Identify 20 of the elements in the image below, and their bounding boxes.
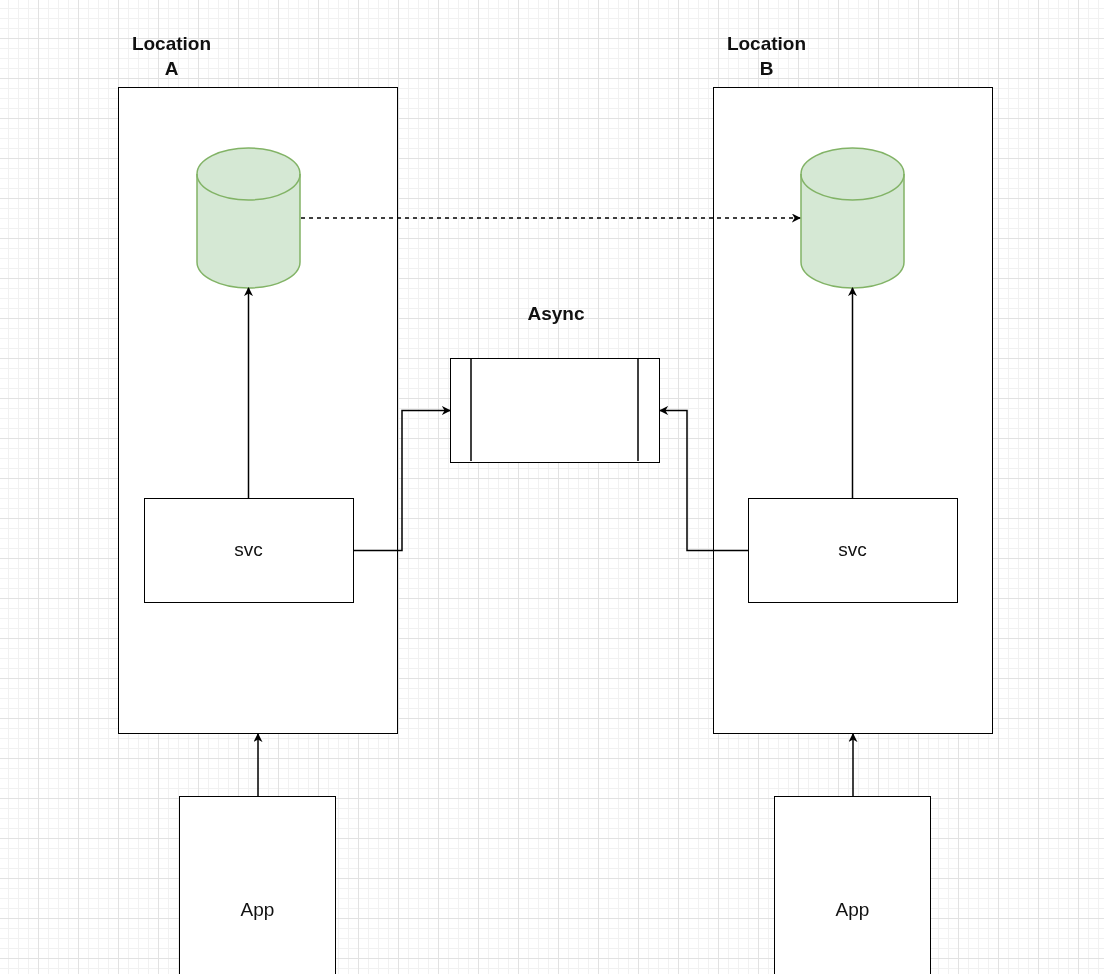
database-cylinder [799,147,905,288]
node-label: App [834,899,871,921]
service-box [747,497,958,603]
arrow [253,733,263,797]
database-cylinder [195,147,301,288]
arrow [848,287,857,499]
group-heading: Async [526,302,586,326]
arrow [659,406,749,552]
arrow [300,213,801,223]
node-label: svc [837,539,868,561]
node-label: svc [233,539,264,561]
app-box [774,796,931,974]
arrow [353,406,451,552]
service-box [143,497,354,603]
group-heading: Location A [130,32,213,81]
group-heading: Location B [725,32,808,81]
arrow [244,287,253,499]
node-label: App [239,899,276,921]
app-box [179,796,336,974]
arrow [848,733,858,797]
